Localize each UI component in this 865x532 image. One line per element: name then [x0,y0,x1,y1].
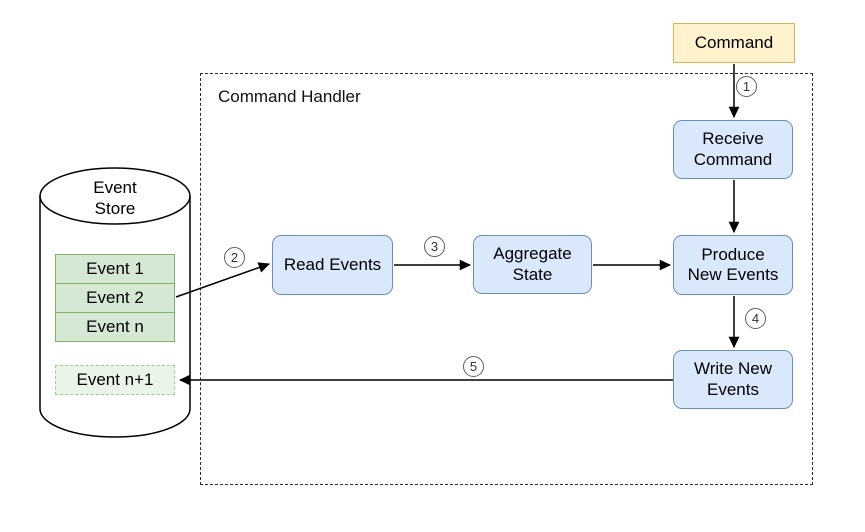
event-store-title: Event Store [93,178,137,219]
command-handler-label: Command Handler [218,87,361,106]
step-marker-5: 5 [463,356,484,377]
step-marker-2: 2 [224,247,245,268]
receive-command-node: Receive Command [673,120,793,179]
step-marker-1: 1 [736,76,757,97]
arrow-store-to-read-events [175,262,271,298]
produce-new-events-node: Produce New Events [673,235,793,295]
step-marker-4: 4 [745,308,766,329]
read-events-node: Read Events [272,235,393,295]
event-row-n: Event n [55,312,175,342]
aggregate-state-node: Aggregate State [473,235,592,294]
step-marker-3: 3 [424,236,445,257]
command-handler-container [200,73,813,485]
event-row-1: Event 1 [55,254,175,284]
command-node: Command [673,23,795,63]
event-row-pending: Event n+1 [55,365,175,395]
event-row-2: Event 2 [55,283,175,313]
write-new-events-node: Write New Events [673,350,793,409]
